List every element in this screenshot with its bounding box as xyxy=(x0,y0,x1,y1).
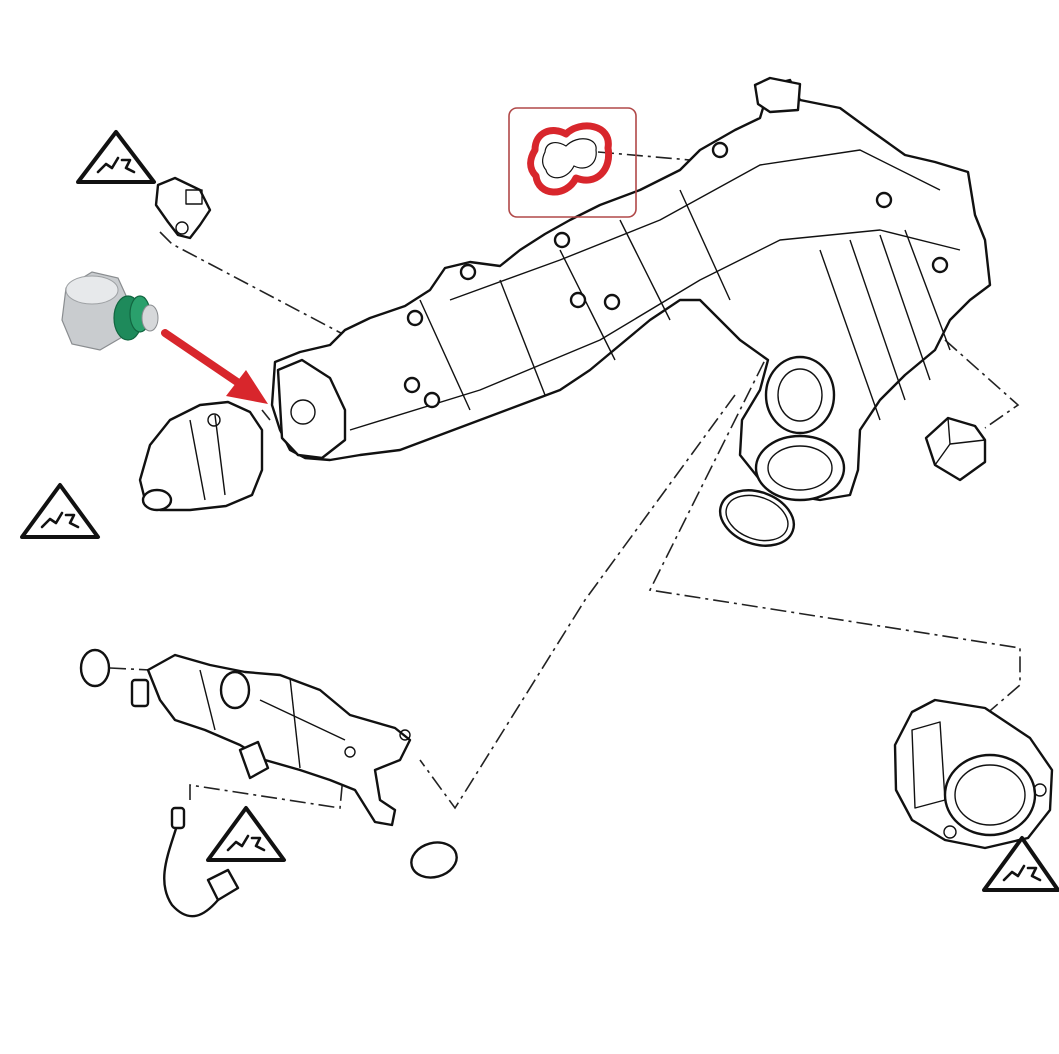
leader-gasket-to-manifold xyxy=(597,151,691,161)
block-front xyxy=(924,416,987,482)
housing-bolt xyxy=(207,413,221,427)
egr-pipe xyxy=(130,653,412,827)
manifold-rib-3 xyxy=(879,234,931,381)
housing-body xyxy=(138,400,264,512)
sensor-port xyxy=(175,221,189,235)
gasket-highlight-frame xyxy=(508,107,637,218)
sensor-probe xyxy=(170,806,186,830)
sensor-connector xyxy=(185,189,203,205)
gasket-red-inner xyxy=(541,138,597,179)
throttle-bore xyxy=(943,753,1037,837)
manifold-spine-bottom xyxy=(349,229,961,431)
manifold-runner-2 xyxy=(499,279,546,396)
manifold-rib-1 xyxy=(819,249,881,421)
block-edge xyxy=(949,439,986,445)
manifold-bolt-boss xyxy=(459,263,477,281)
egr-pipe-flange xyxy=(219,670,251,710)
coolant-housing xyxy=(138,400,264,512)
manifold-bolt-boss xyxy=(553,231,571,249)
manifold-lower-outlet-inner xyxy=(767,445,833,491)
leader-throttle-to-manifold xyxy=(648,309,1021,729)
egr-mount-hole xyxy=(344,746,356,758)
replacement-plug xyxy=(61,271,159,351)
large-o-ring xyxy=(719,489,795,547)
leader-block-to-manifold xyxy=(944,339,1020,429)
manifold-rib-2 xyxy=(849,239,906,401)
manifold-throttle-port-inner xyxy=(777,368,823,422)
manifold-outline xyxy=(270,78,992,502)
housing-rib xyxy=(214,414,226,496)
warning-triangle-icon xyxy=(76,130,156,184)
egr-clip xyxy=(130,678,150,708)
highlighted-gasket xyxy=(508,107,637,218)
o-ring-small-bottom xyxy=(410,841,458,879)
throttle-motor-housing xyxy=(911,721,946,809)
o-ring-small-left xyxy=(79,648,111,688)
manifold-runner-5 xyxy=(679,189,731,301)
temperature-sensor xyxy=(163,806,240,918)
warning-triangle-icon xyxy=(20,483,100,539)
leader-sensor-wire xyxy=(189,754,346,809)
housing-rib xyxy=(189,419,206,501)
manifold-bolt-boss xyxy=(875,191,893,209)
rubber-block xyxy=(924,416,987,482)
manifold-inlet-bore xyxy=(290,399,316,425)
throttle-bolt xyxy=(943,825,957,839)
leader-housing-to-manifold xyxy=(261,409,271,421)
manifold-bolt-boss xyxy=(423,391,441,409)
top-left-sensor xyxy=(154,176,212,240)
warning-triangle-icon xyxy=(982,836,1059,892)
egr-pipe-body xyxy=(146,653,412,827)
manifold-bolt-boss xyxy=(711,141,729,159)
throttle-body xyxy=(893,698,1054,850)
manifold-inlet-flange xyxy=(276,358,347,460)
red-arrow-icon xyxy=(161,329,268,404)
manifold-rib-4 xyxy=(904,229,951,351)
manifold-bolt-boss xyxy=(406,309,424,327)
warning-triangle-icon xyxy=(206,806,286,862)
manifold-bolt-boss xyxy=(569,291,587,309)
sensor-plug xyxy=(206,868,240,902)
manifold-throttle-port xyxy=(764,355,836,435)
egr-elbow-stub xyxy=(238,740,270,780)
manifold-bolt-boss xyxy=(603,293,621,311)
manifold-bolt-boss xyxy=(403,376,421,394)
manifold-bolt-boss xyxy=(931,256,949,274)
manifold-spine-top xyxy=(449,149,941,301)
sensor-body xyxy=(154,176,212,240)
gasket-red xyxy=(527,122,613,196)
throttle-bolt xyxy=(1033,783,1047,797)
housing-bore xyxy=(141,488,173,512)
egr-pipe-seam xyxy=(199,669,216,731)
large-o-ring-inner xyxy=(725,494,789,542)
manifold-top-tower xyxy=(753,76,802,114)
plug-nose xyxy=(141,304,159,332)
egr-pipe-seam xyxy=(259,699,346,741)
leader-oring-left xyxy=(109,667,151,671)
manifold-runner-3 xyxy=(559,249,616,361)
egr-pipe-seam xyxy=(289,677,301,769)
plug-face xyxy=(65,275,119,305)
throttle-bore-inner xyxy=(954,764,1026,826)
sensor-wire xyxy=(163,820,229,918)
intake-manifold xyxy=(270,76,992,502)
leader-egr-to-manifold xyxy=(419,394,736,810)
egr-mount-hole xyxy=(399,729,411,741)
manifold-runner-1 xyxy=(419,299,471,411)
